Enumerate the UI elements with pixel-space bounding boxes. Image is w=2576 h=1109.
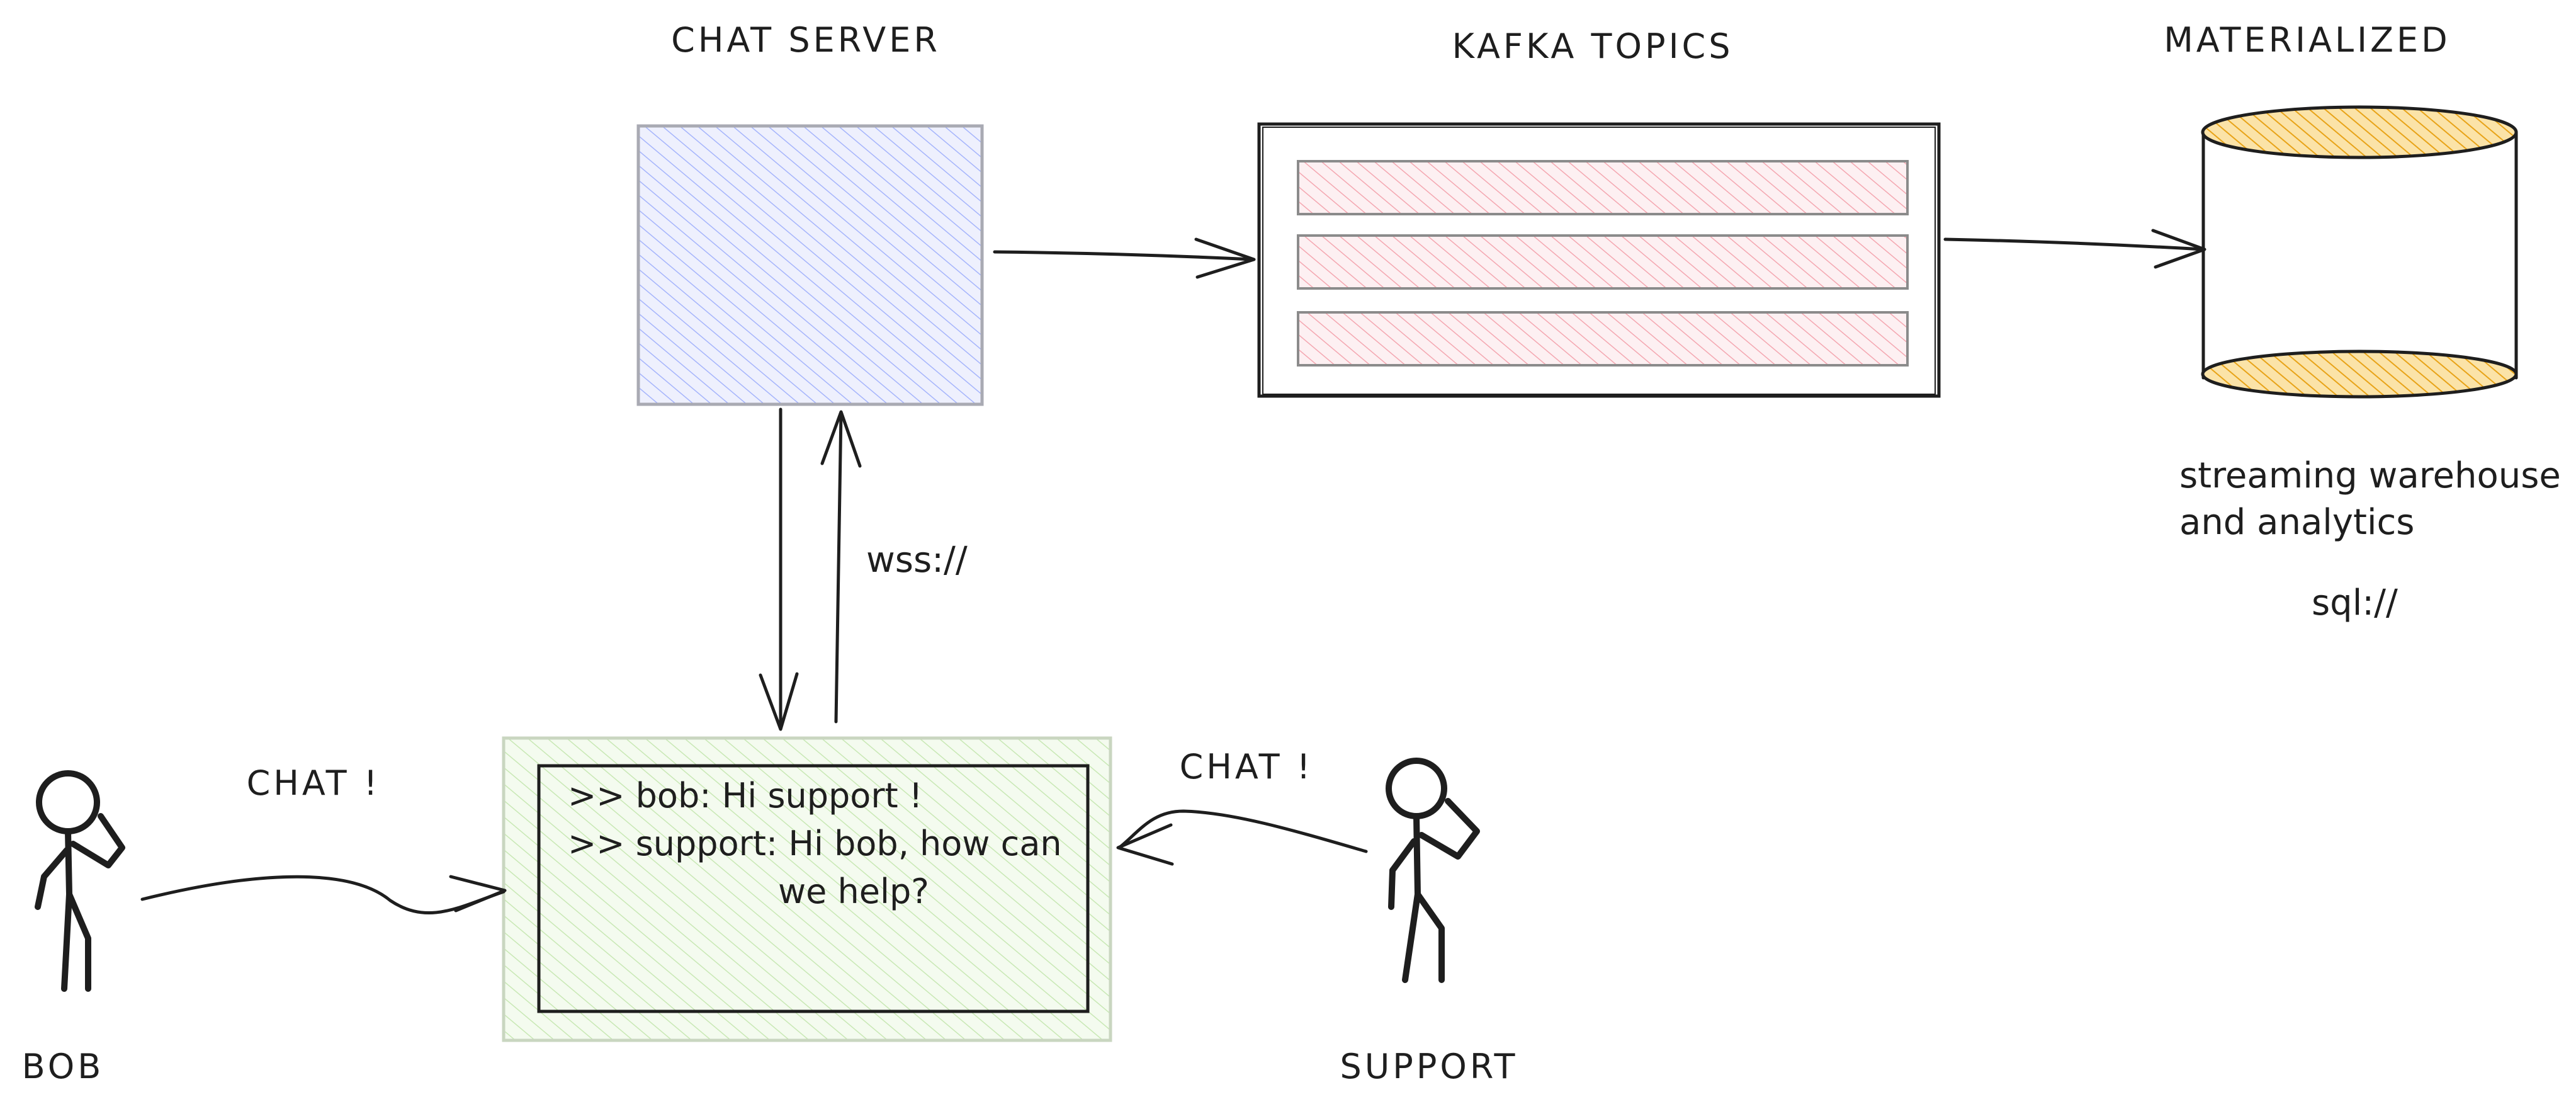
arrow-kafka-to-database (1943, 229, 2206, 269)
arrow-server-to-kafka (993, 237, 1256, 279)
bob-person-icon (35, 770, 125, 992)
warehouse-caption-line1: streaming warehouse (2179, 455, 2561, 496)
chat-window: >> bob: Hi support ! >> support: Hi bob,… (502, 736, 1112, 1042)
arrow-bob-to-chat (140, 875, 507, 914)
chat-message-bob: >> bob: Hi support ! (568, 776, 923, 816)
arrow-support-to-chat (1116, 809, 1368, 866)
arrow-server-to-chat (759, 407, 799, 731)
database-cylinder-icon (2201, 105, 2518, 399)
kafka-topic-bar (1297, 234, 1909, 290)
kafka-topic-bar (1297, 311, 1909, 367)
chat-server-title: CHAT SERVER (671, 20, 941, 60)
warehouse-caption-line2: and analytics (2179, 502, 2414, 543)
materialized-title: MATERIALIZED (2164, 20, 2451, 60)
chat-server-box (636, 124, 984, 406)
wss-protocol-label: wss:// (866, 540, 968, 581)
chat-message-support-cont: we help? (778, 872, 929, 911)
arrow-chat-to-server (820, 410, 862, 724)
kafka-topics-container (1257, 122, 1941, 398)
chat-message-support: >> support: Hi bob, how can (568, 824, 1062, 863)
sql-protocol-label: sql:// (2312, 583, 2398, 623)
kafka-topics-title: KAFKA TOPICS (1452, 26, 1734, 66)
bob-chat-label: CHAT ! (247, 763, 381, 803)
support-label: SUPPORT (1340, 1047, 1518, 1086)
kafka-topic-bar (1297, 160, 1909, 215)
support-chat-label: CHAT ! (1180, 747, 1314, 787)
bob-label: BOB (22, 1047, 105, 1086)
support-person-icon (1386, 758, 1480, 983)
